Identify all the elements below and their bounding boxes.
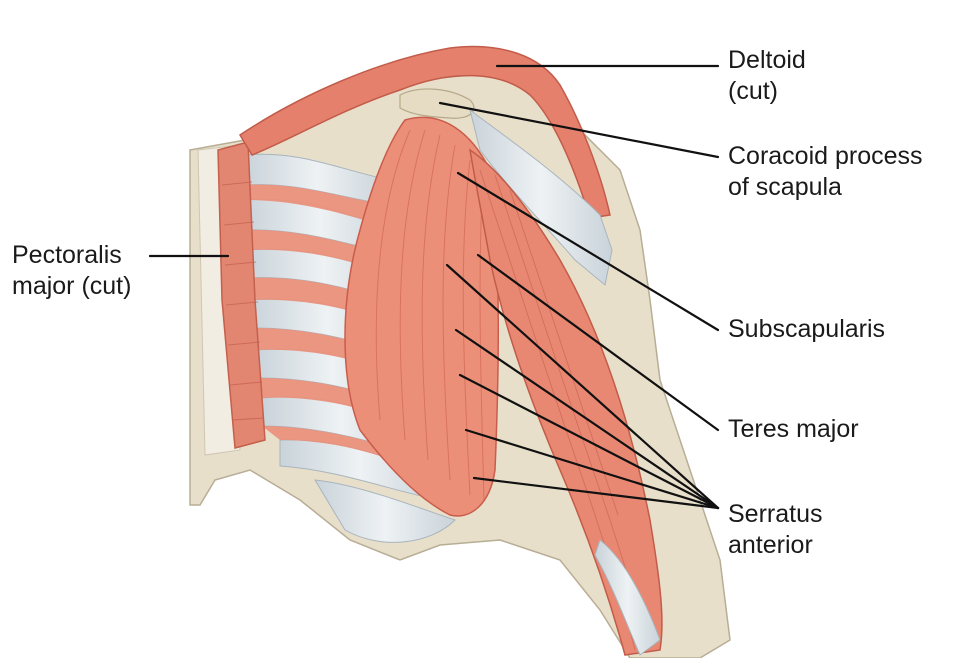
label-deltoid: Deltoid (cut) (728, 45, 806, 107)
teres-major (468, 148, 663, 656)
label-serratus-line1: Serratus (728, 500, 823, 528)
label-pectoralis-line1: Pectoralis (12, 241, 122, 269)
label-coracoid: Coracoid process of scapula (728, 141, 923, 203)
label-deltoid-line2: (cut) (728, 77, 778, 105)
deltoid-cut (238, 45, 611, 219)
leader-teres-major (476, 253, 720, 432)
label-subscapularis: Subscapularis (728, 314, 885, 345)
leader-serratus-1 (445, 263, 720, 510)
leader-coracoid (438, 101, 720, 159)
intercostal-muscles (245, 184, 440, 480)
label-teres-major-line1: Teres major (728, 415, 859, 443)
leader-lines (148, 64, 720, 510)
label-coracoid-line2: of scapula (728, 173, 842, 201)
leader-serratus-3 (458, 373, 720, 510)
label-teres-major: Teres major (728, 414, 859, 445)
leader-serratus-2 (454, 328, 720, 510)
arm-tendon (594, 539, 661, 656)
label-serratus: Serratus anterior (728, 499, 822, 561)
label-pectoralis: Pectoralis major (cut) (12, 240, 131, 302)
label-serratus-line2: anterior (728, 531, 813, 559)
label-coracoid-line1: Coracoid process (728, 142, 923, 170)
leader-serratus-5 (472, 476, 720, 510)
leader-serratus-4 (464, 428, 720, 510)
label-pectoralis-line2: major (cut) (12, 272, 132, 300)
label-deltoid-line1: Deltoid (728, 46, 806, 74)
leader-subscapularis (456, 171, 720, 332)
label-subscapularis-line1: Subscapularis (728, 315, 886, 343)
